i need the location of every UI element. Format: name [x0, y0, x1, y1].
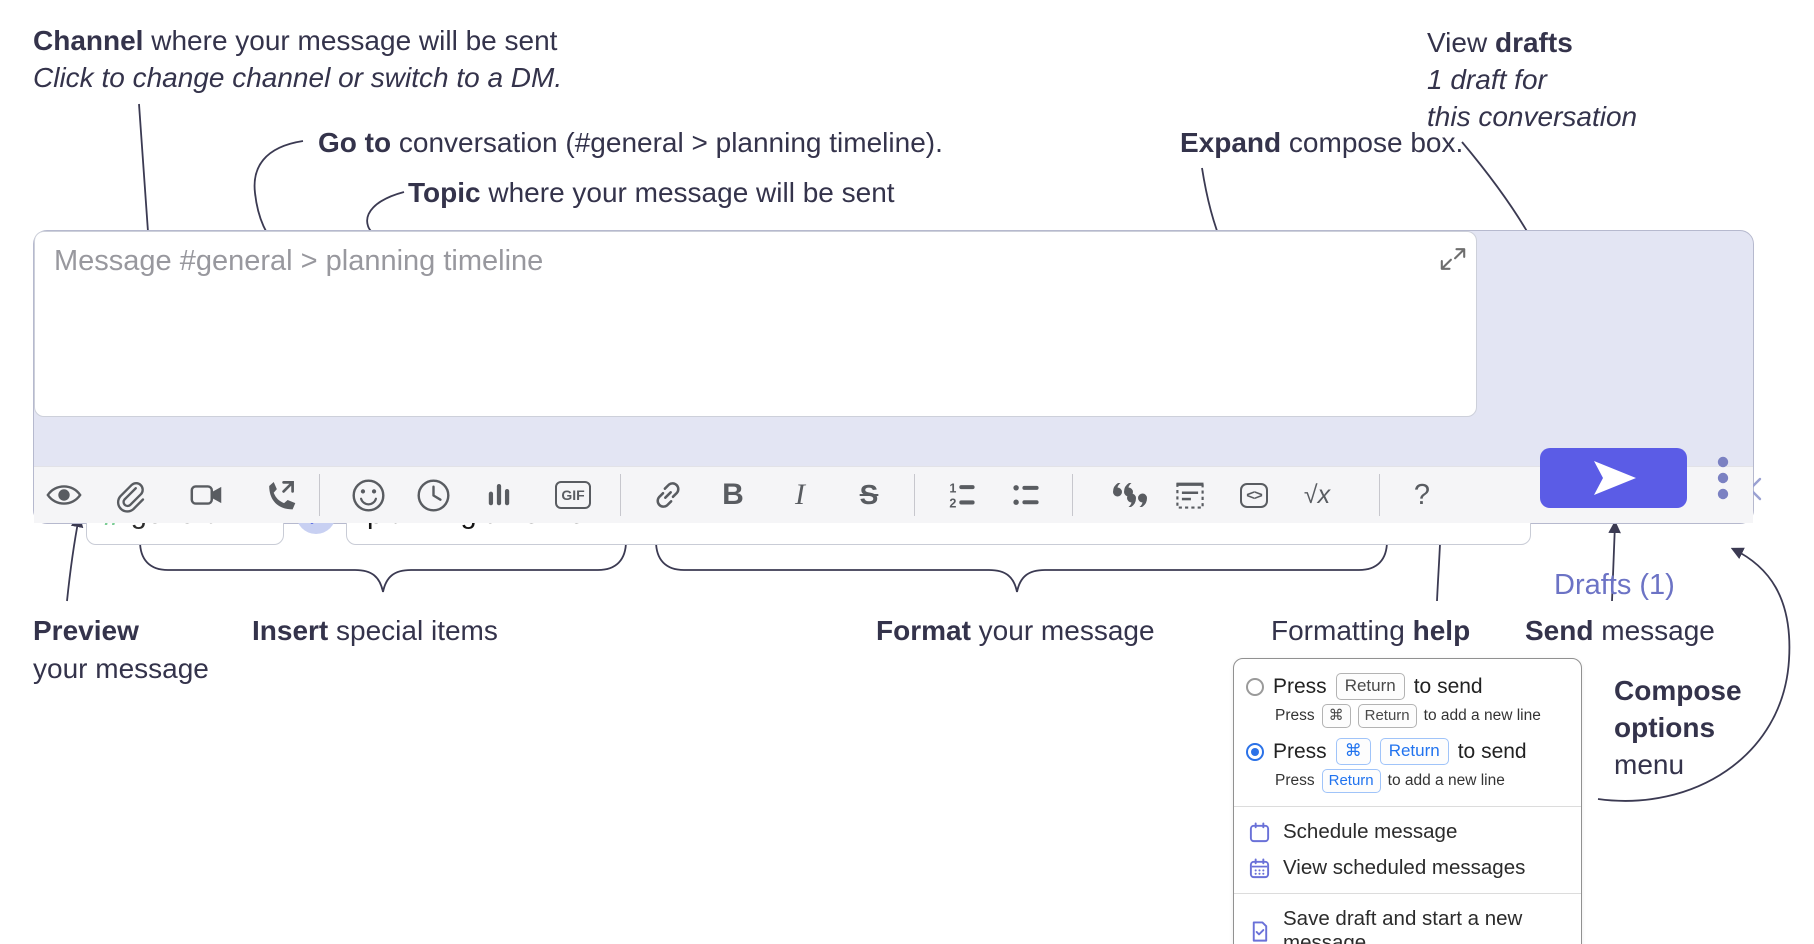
brace-format	[655, 540, 1388, 593]
preview-annotation: Preview your message	[33, 615, 209, 684]
return-keycap: Return	[1357, 704, 1417, 728]
radio-unselected-icon[interactable]	[1246, 677, 1264, 696]
formatting-help-annotation: Formatting help	[1271, 615, 1471, 646]
expand-annotation: Expand compose box.	[1180, 127, 1464, 158]
brace-insert	[139, 540, 627, 593]
insert-annotation: Insert special items	[252, 615, 498, 646]
menu-divider	[1234, 893, 1581, 894]
draft-check-icon	[1252, 920, 1268, 942]
option-press-return-subtext: Press ⌘ Return to add a new line	[1234, 702, 1581, 734]
compose-options-menu: Press Return to send Press ⌘ Return to a…	[1233, 658, 1582, 944]
menu-divider	[1234, 806, 1581, 807]
arrow-channel	[138, 103, 155, 249]
compose-options-dots-icon[interactable]	[1716, 456, 1730, 502]
send-plane-icon	[1593, 461, 1636, 495]
format-annotation: Format your message	[876, 615, 1155, 646]
view-scheduled-messages-item[interactable]: View scheduled messages	[1234, 850, 1581, 886]
calendar-grid-icon	[1249, 857, 1270, 878]
drafts-link[interactable]: Drafts (1)	[1554, 569, 1675, 601]
send-button[interactable]	[1540, 448, 1687, 508]
calendar-icon	[1249, 821, 1270, 842]
view-drafts-annotation: View drafts 1 draft for this conversatio…	[1427, 27, 1638, 132]
radio-selected-icon[interactable]	[1246, 742, 1264, 761]
save-draft-item[interactable]: Save draft and start a new message	[1234, 901, 1581, 944]
compose-box: # general planning timeline Drafts (1) M…	[33, 230, 1762, 601]
cmd-keycap: ⌘	[1321, 704, 1351, 728]
cmd-keycap: ⌘	[1335, 738, 1371, 765]
goto-annotation: Go to conversation (#general > planning …	[318, 127, 943, 158]
message-input-area[interactable]: Message #general > planning timeline	[34, 231, 1753, 523]
send-annotation: Send message	[1525, 615, 1715, 646]
compose-options-annotation: Compose options menu	[1614, 675, 1742, 780]
expand-compose-icon[interactable]	[1439, 245, 1467, 273]
option-press-cmd-return-to-send[interactable]: Press ⌘ Return to send	[1234, 734, 1581, 767]
option-press-return-to-send[interactable]: Press Return to send	[1234, 669, 1581, 702]
topic-annotation: Topic where your message will be sent	[408, 177, 895, 208]
schedule-message-item[interactable]: Schedule message	[1234, 814, 1581, 850]
arrow-preview	[66, 514, 84, 602]
option-press-cmd-return-subtext: Press Return to add a new line	[1234, 767, 1581, 799]
return-keycap: Return	[1335, 673, 1405, 700]
return-keycap: Return	[1321, 769, 1381, 793]
return-keycap: Return	[1379, 738, 1449, 765]
channel-annotation: Channel where your message will be sent …	[33, 25, 563, 93]
message-placeholder: Message #general > planning timeline	[54, 245, 544, 277]
